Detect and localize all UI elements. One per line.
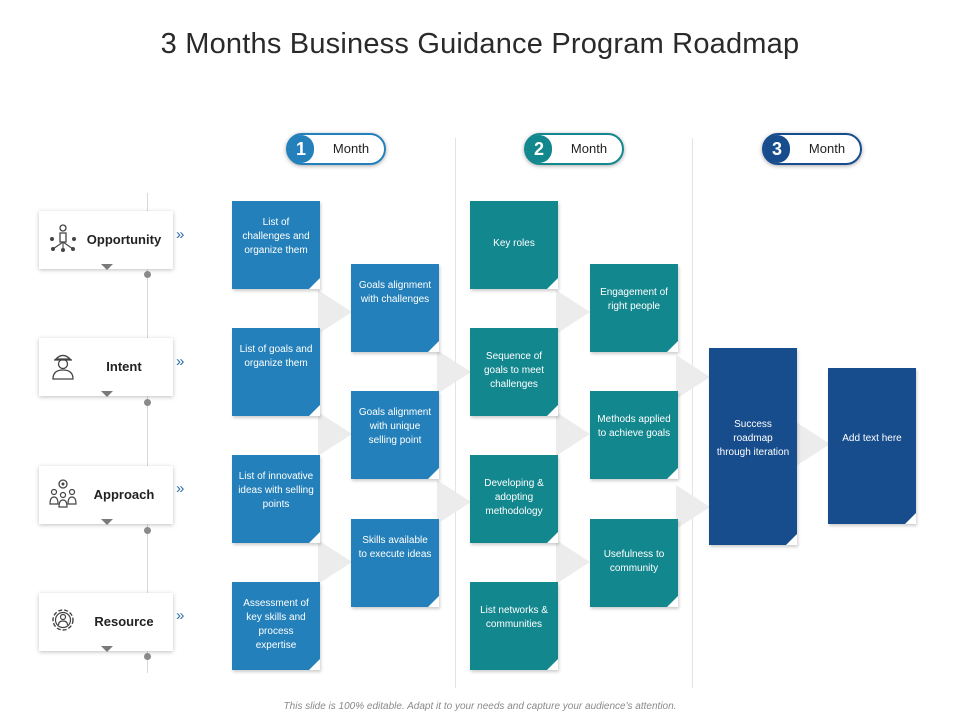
connector-dot <box>144 527 151 534</box>
task-text: List of goals and organize them <box>239 344 313 369</box>
footer-note: This slide is 100% editable. Adapt it to… <box>283 701 677 712</box>
pill-ring <box>762 133 862 165</box>
row-card-resource: Resource <box>39 593 173 652</box>
task-text: Skills available to execute ideas <box>358 535 432 560</box>
task-text: Assessment of key skills and process exp… <box>243 598 309 651</box>
month-label: Month <box>570 141 608 156</box>
task-box: List of innovative ideas with selling po… <box>232 455 320 543</box>
flow-arrow <box>556 540 590 584</box>
person-hat-icon <box>52 354 74 380</box>
row-label: Resource <box>94 614 154 629</box>
flow-arrow <box>676 485 710 529</box>
double-chevron-right-icon: » <box>176 353 185 370</box>
flow-arrow <box>676 355 710 399</box>
task-text: Add text here <box>842 433 902 444</box>
task-box: Engagement of right people <box>590 264 678 352</box>
month-3-pill: 3 Month <box>762 133 862 165</box>
flow-arrow <box>437 480 471 524</box>
task-box: Add text here <box>828 368 916 524</box>
row-label: Intent <box>106 359 142 374</box>
month-number: 3 <box>764 135 790 163</box>
task-text: Usefulness to community <box>603 549 665 574</box>
task-text: List of challenges and organize them <box>242 217 310 256</box>
task-text: Key roles <box>493 238 535 249</box>
task-text: Goals alignment with unique selling poin… <box>358 407 432 446</box>
row-label: Approach <box>93 487 155 502</box>
caret-down-icon <box>101 264 113 270</box>
flow-arrow <box>318 540 352 584</box>
gear-person-icon <box>52 609 74 631</box>
month-number: 1 <box>288 135 314 163</box>
team-gear-icon <box>49 479 77 508</box>
double-chevron-right-icon: » <box>176 607 185 624</box>
task-text: List networks & communities <box>480 605 548 630</box>
connector-dot <box>144 399 151 406</box>
page-title: 3 Months Business Guidance Program Roadm… <box>160 28 800 60</box>
task-box: Methods applied to achieve goals <box>590 391 678 479</box>
flow-arrow <box>318 290 352 334</box>
month-label: Month <box>808 141 846 156</box>
flow-arrow <box>318 412 352 456</box>
task-box: Success roadmap through iteration <box>709 348 797 545</box>
caret-down-icon <box>101 646 113 652</box>
caret-down-icon <box>101 519 113 525</box>
task-box: Usefulness to community <box>590 519 678 607</box>
caret-down-icon <box>101 391 113 397</box>
task-text: Methods applied to achieve goals <box>597 414 671 439</box>
flow-arrow <box>556 290 590 334</box>
flow-arrow <box>796 422 830 466</box>
month-number: 2 <box>526 135 552 163</box>
task-text: List of innovative ideas with selling po… <box>238 471 314 510</box>
month-label: Month <box>332 141 370 156</box>
column-divider <box>692 138 693 688</box>
task-text: Sequence of goals to meet challenges <box>483 351 545 390</box>
double-chevron-right-icon: » <box>176 226 185 243</box>
flow-arrow <box>437 350 471 394</box>
double-chevron-right-icon: » <box>176 480 185 497</box>
task-box: Key roles <box>470 201 558 289</box>
row-card-approach: Approach <box>39 466 173 525</box>
flow-arrow <box>556 412 590 456</box>
task-box: Skills available to execute ideas <box>351 519 439 607</box>
person-network-icon <box>50 224 76 252</box>
row-label: Opportunity <box>86 232 162 247</box>
task-box: Developing & adopting methodology <box>470 455 558 543</box>
task-box: List networks & communities <box>470 582 558 670</box>
connector-dot <box>144 271 151 278</box>
connector-dot <box>144 653 151 660</box>
pill-ring <box>524 133 624 165</box>
row-connector-line <box>147 193 148 673</box>
row-card-intent: Intent <box>39 338 173 397</box>
row-card-opportunity: Opportunity <box>39 211 173 270</box>
task-box: Sequence of goals to meet challenges <box>470 328 558 416</box>
pill-ring <box>286 133 386 165</box>
column-divider <box>455 138 456 688</box>
task-box: Assessment of key skills and process exp… <box>232 582 320 670</box>
task-text: Success roadmap through iteration <box>716 419 790 458</box>
task-text: Engagement of right people <box>600 287 668 312</box>
task-box: List of challenges and organize them <box>232 201 320 289</box>
task-text: Goals alignment with challenges <box>358 280 432 305</box>
task-box: List of goals and organize them <box>232 328 320 416</box>
task-text: Developing & adopting methodology <box>484 478 544 517</box>
task-box: Goals alignment with unique selling poin… <box>351 391 439 479</box>
month-2-pill: 2 Month <box>524 133 624 165</box>
month-1-pill: 1 Month <box>286 133 386 165</box>
task-box: Goals alignment with challenges <box>351 264 439 352</box>
